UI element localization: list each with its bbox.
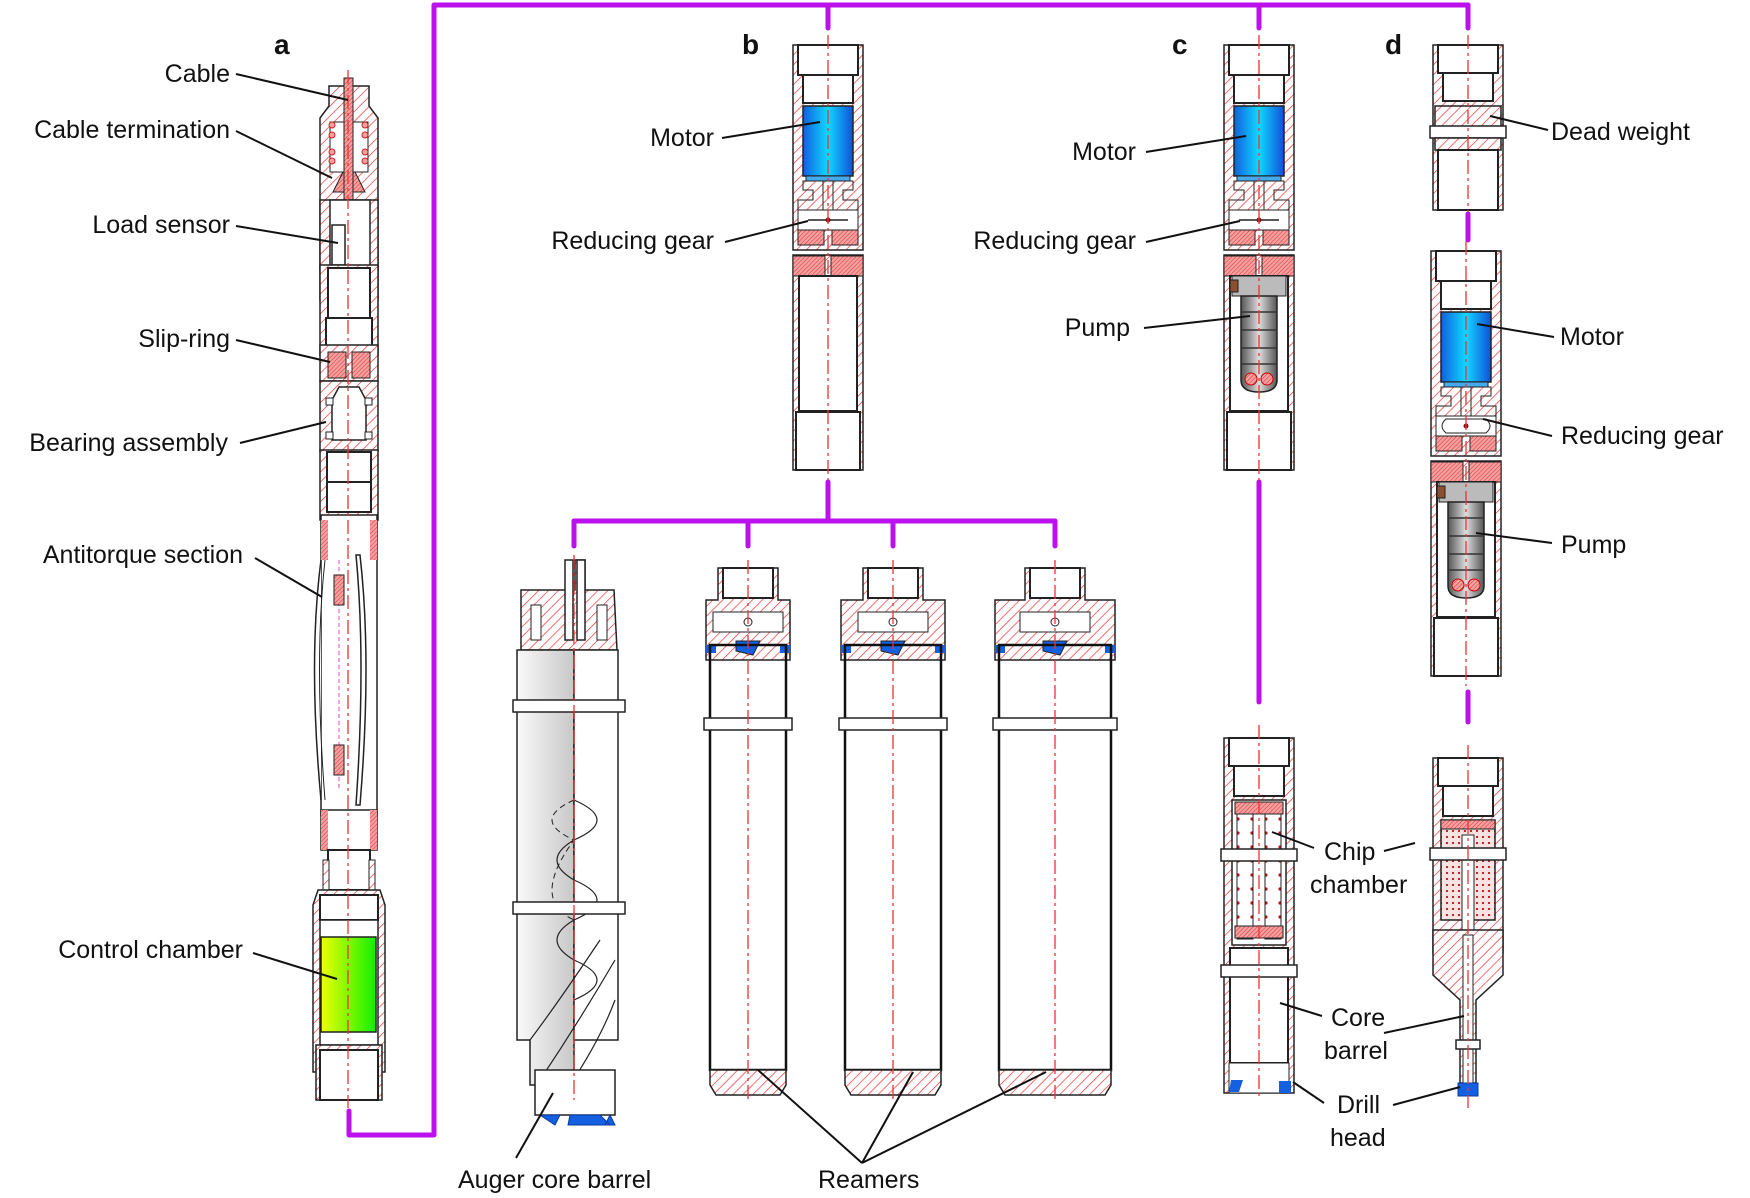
label-b-motor: Motor [650, 124, 714, 152]
panel-a-tool [312, 70, 386, 1108]
panel-d-callouts: Dead weight Motor Reducing gear Pump [1475, 115, 1724, 559]
label-auger-core-barrel: Auger core barrel [458, 1166, 651, 1194]
label-d-reducing-gear: Reducing gear [1561, 422, 1724, 450]
panel-c-core-barrel [1220, 725, 1298, 1100]
panel-d-dead-weight [1429, 35, 1507, 212]
panel-label-b: b [742, 29, 759, 60]
panel-label-c: c [1172, 29, 1188, 60]
label-cable-termination: Cable termination [34, 116, 230, 144]
label-c-pump: Pump [1065, 314, 1130, 342]
label-control-chamber: Control chamber [58, 936, 243, 964]
panel-b-drive [792, 35, 864, 480]
label-dead-weight: Dead weight [1551, 118, 1690, 146]
label-core-barrel-line2: barrel [1324, 1037, 1388, 1065]
label-antitorque-section: Antitorque section [43, 541, 243, 569]
label-chip-chamber-line1: Chip [1324, 838, 1375, 866]
label-d-pump: Pump [1561, 531, 1626, 559]
label-drill-head-line1: Drill [1337, 1091, 1380, 1119]
reamers [703, 560, 1118, 1100]
auger-core-barrel [512, 555, 626, 1126]
label-slip-ring: Slip-ring [138, 325, 230, 353]
panel-d-core-barrel [1429, 745, 1507, 1108]
label-chip-chamber-line2: chamber [1310, 871, 1407, 899]
label-cable: Cable [165, 60, 230, 88]
label-d-motor: Motor [1560, 323, 1624, 351]
label-core-barrel-line1: Core [1331, 1004, 1385, 1032]
panel-label-d: d [1385, 29, 1402, 60]
panel-d-drive [1430, 241, 1502, 686]
reamer [838, 560, 948, 1100]
reamer [703, 560, 793, 1100]
label-reamers: Reamers [818, 1166, 919, 1194]
panel-label-a: a [274, 29, 290, 60]
label-bearing-assembly: Bearing assembly [29, 429, 228, 457]
label-c-motor: Motor [1072, 138, 1136, 166]
label-load-sensor: Load sensor [92, 211, 230, 239]
panel-c-callouts: Motor Reducing gear Pump Chip chamber Co… [973, 135, 1465, 1152]
panel-a-callouts: Cable Cable termination Load sensor Slip… [29, 60, 349, 980]
label-b-reducing-gear: Reducing gear [551, 227, 714, 255]
label-drill-head-line2: head [1330, 1124, 1386, 1152]
reamer [992, 560, 1118, 1100]
panel-c-drive [1223, 35, 1295, 480]
connector-lines [346, 2, 1471, 1138]
panel-b-callouts: Motor Reducing gear Auger core barrel Re… [458, 121, 1047, 1194]
label-c-reducing-gear: Reducing gear [973, 227, 1136, 255]
